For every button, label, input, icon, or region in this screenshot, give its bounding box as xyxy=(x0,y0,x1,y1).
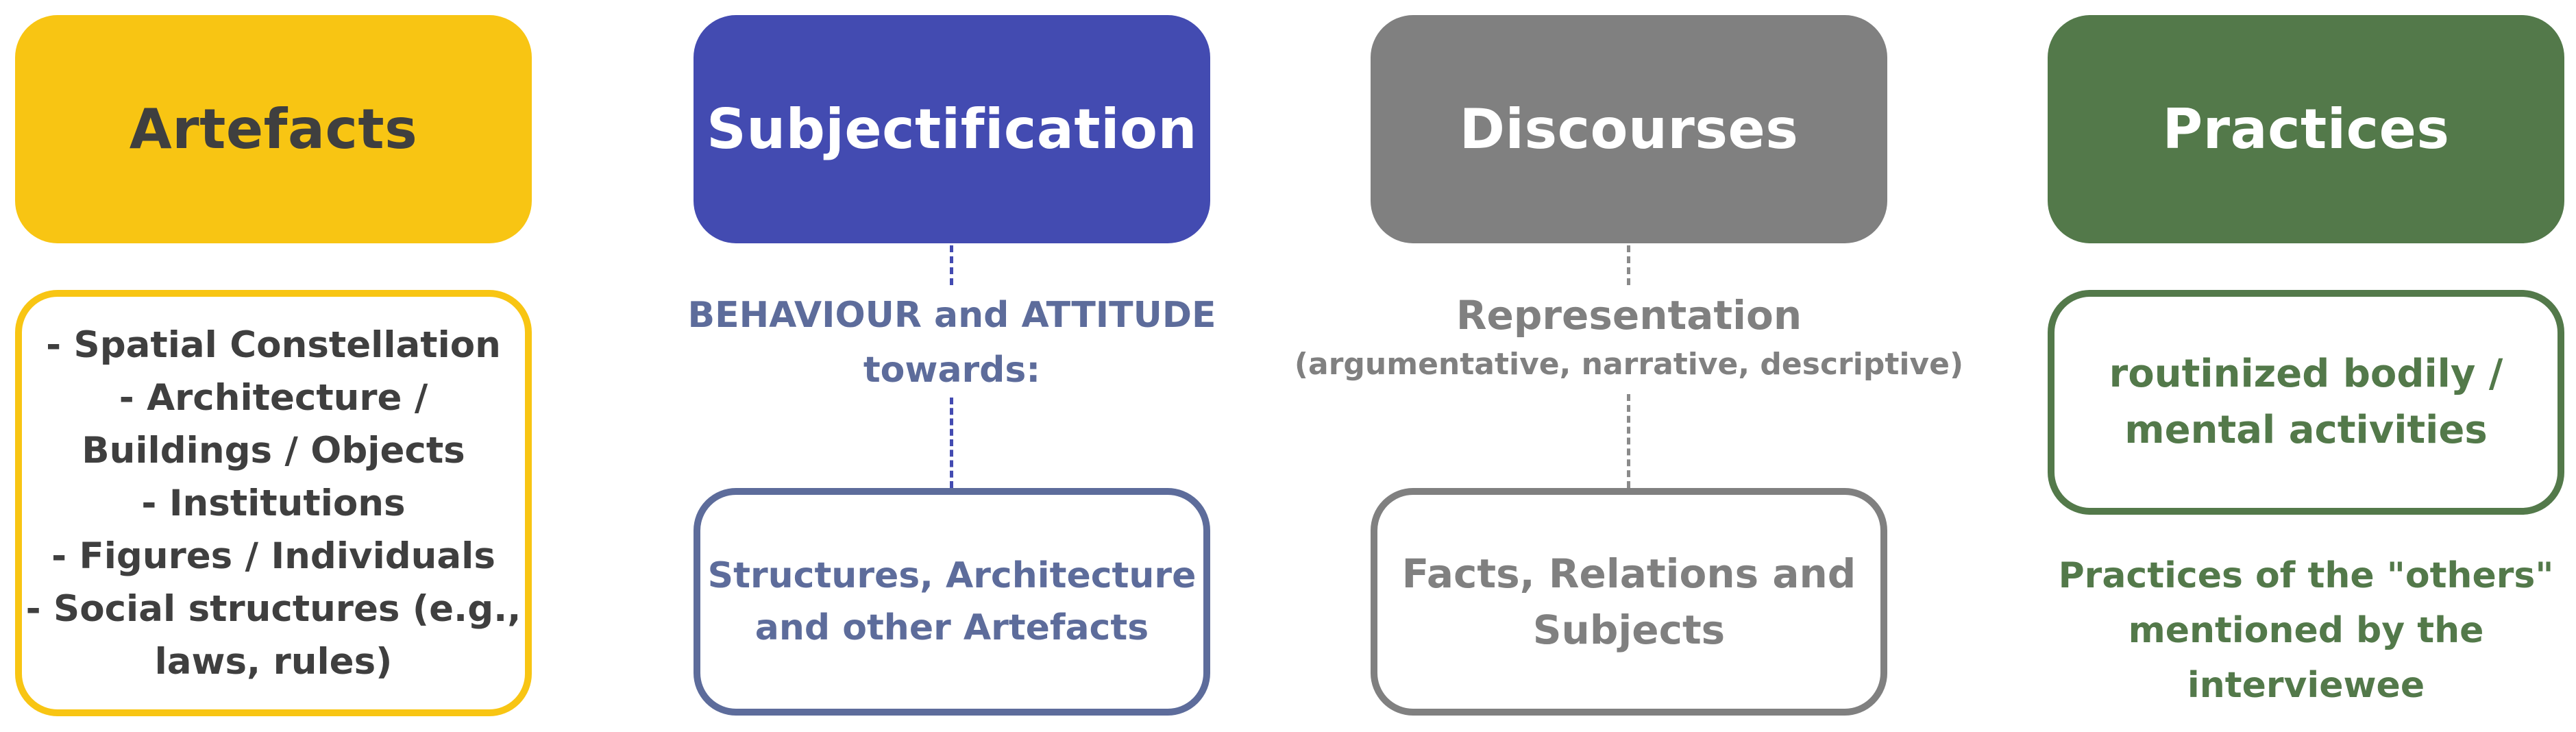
subjectification-connector-top xyxy=(950,245,953,285)
discourses-connector-bottom xyxy=(1627,394,1630,488)
subjectification-title: Subjectification xyxy=(707,97,1197,161)
practices-box-text: routinized bodily / mental activities xyxy=(2109,352,2503,452)
practices-header: Practices xyxy=(2048,15,2564,243)
practices-title: Practices xyxy=(2162,97,2450,161)
discourses-title: Discourses xyxy=(1459,97,1799,161)
discourses-connector-top xyxy=(1627,245,1630,285)
subjectification-box-text: Structures, Architecture and other Artef… xyxy=(707,555,1197,648)
practices-caption: Practices of the "others" mentioned by t… xyxy=(2058,555,2554,706)
discourses-connector-label: Representation xyxy=(1456,292,1802,339)
subjectification-connector-label: BEHAVIOUR and ATTITUDE towards: xyxy=(687,295,1216,391)
artefacts-header: Artefacts xyxy=(15,15,532,243)
discourses-box-text: Facts, Relations and Subjects xyxy=(1401,550,1856,653)
artefacts-box-text: - Spatial Constellation - Architecture /… xyxy=(25,324,522,683)
discourses-connector-sublabel: (argumentative, narrative, descriptive) xyxy=(1294,347,1964,382)
practices-box: routinized bodily / mental activities xyxy=(2048,290,2564,515)
subjectification-box: Structures, Architecture and other Artef… xyxy=(694,488,1210,716)
discourses-header: Discourses xyxy=(1371,15,1887,243)
artefacts-title: Artefacts xyxy=(129,97,418,161)
subjectification-connector-bottom xyxy=(950,398,953,488)
artefacts-box: - Spatial Constellation - Architecture /… xyxy=(15,290,532,716)
discourses-box: Facts, Relations and Subjects xyxy=(1371,488,1887,716)
subjectification-header: Subjectification xyxy=(694,15,1210,243)
